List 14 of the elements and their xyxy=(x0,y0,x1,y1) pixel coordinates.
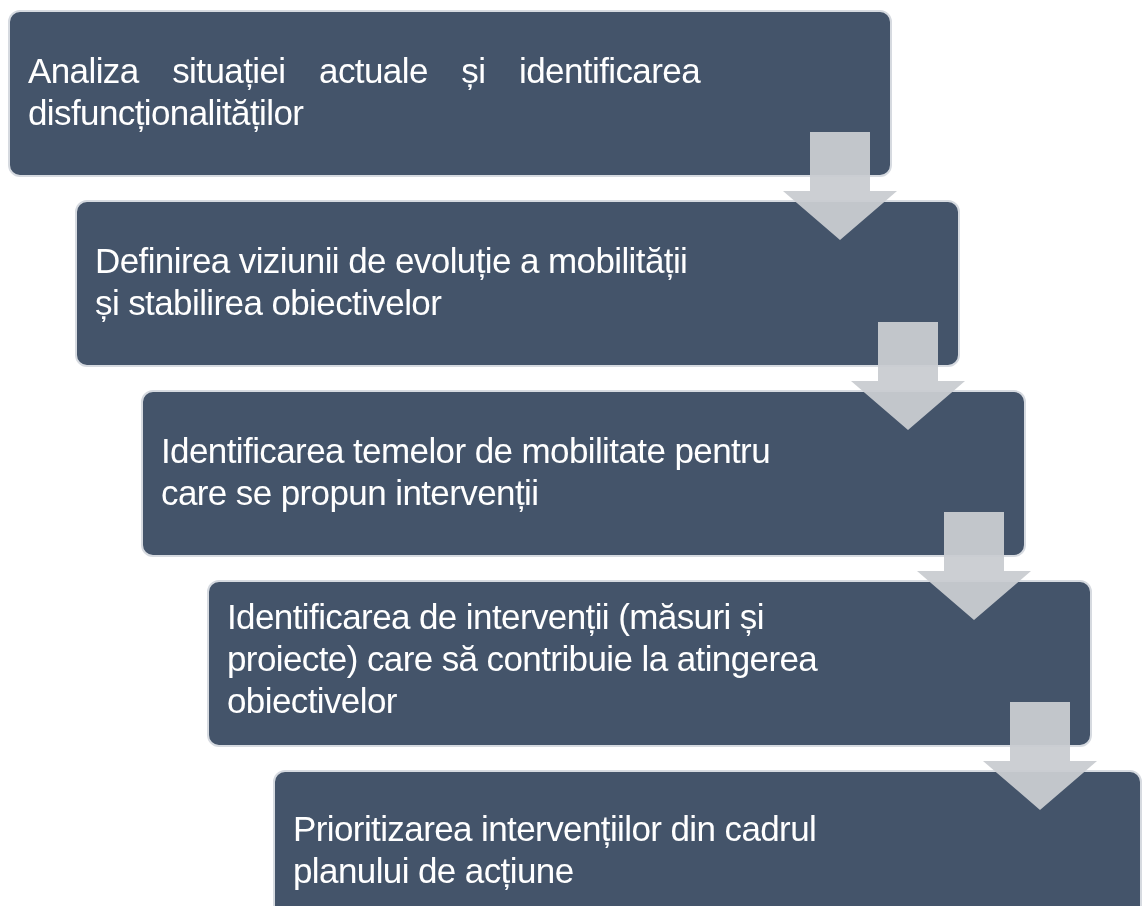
block-arrow xyxy=(783,132,897,240)
block-arrow xyxy=(917,512,1031,620)
step-text: Definirea viziunii de evoluție a mobilității și stabilirea obiectivelor xyxy=(95,240,689,324)
process-box xyxy=(141,390,1026,557)
process-box xyxy=(8,10,892,177)
block-arrow xyxy=(983,702,1097,810)
process-box xyxy=(207,580,1092,747)
step-text: Prioritizarea intervențiilor din cadrul planului de acțiune xyxy=(293,808,818,892)
step-text: Identificarea de intervenții (măsuri și proiecte) care să contribuie la atingerea obiectivelor xyxy=(227,596,819,722)
step-text: Identificarea temelor de mobilitate pentru care se propun intervenții xyxy=(161,430,772,514)
step-text: Analiza situației actuale și identificarea disfuncționalităților xyxy=(28,50,700,134)
block-arrow xyxy=(851,322,965,430)
process-box xyxy=(273,770,1142,906)
process-box xyxy=(75,200,960,367)
